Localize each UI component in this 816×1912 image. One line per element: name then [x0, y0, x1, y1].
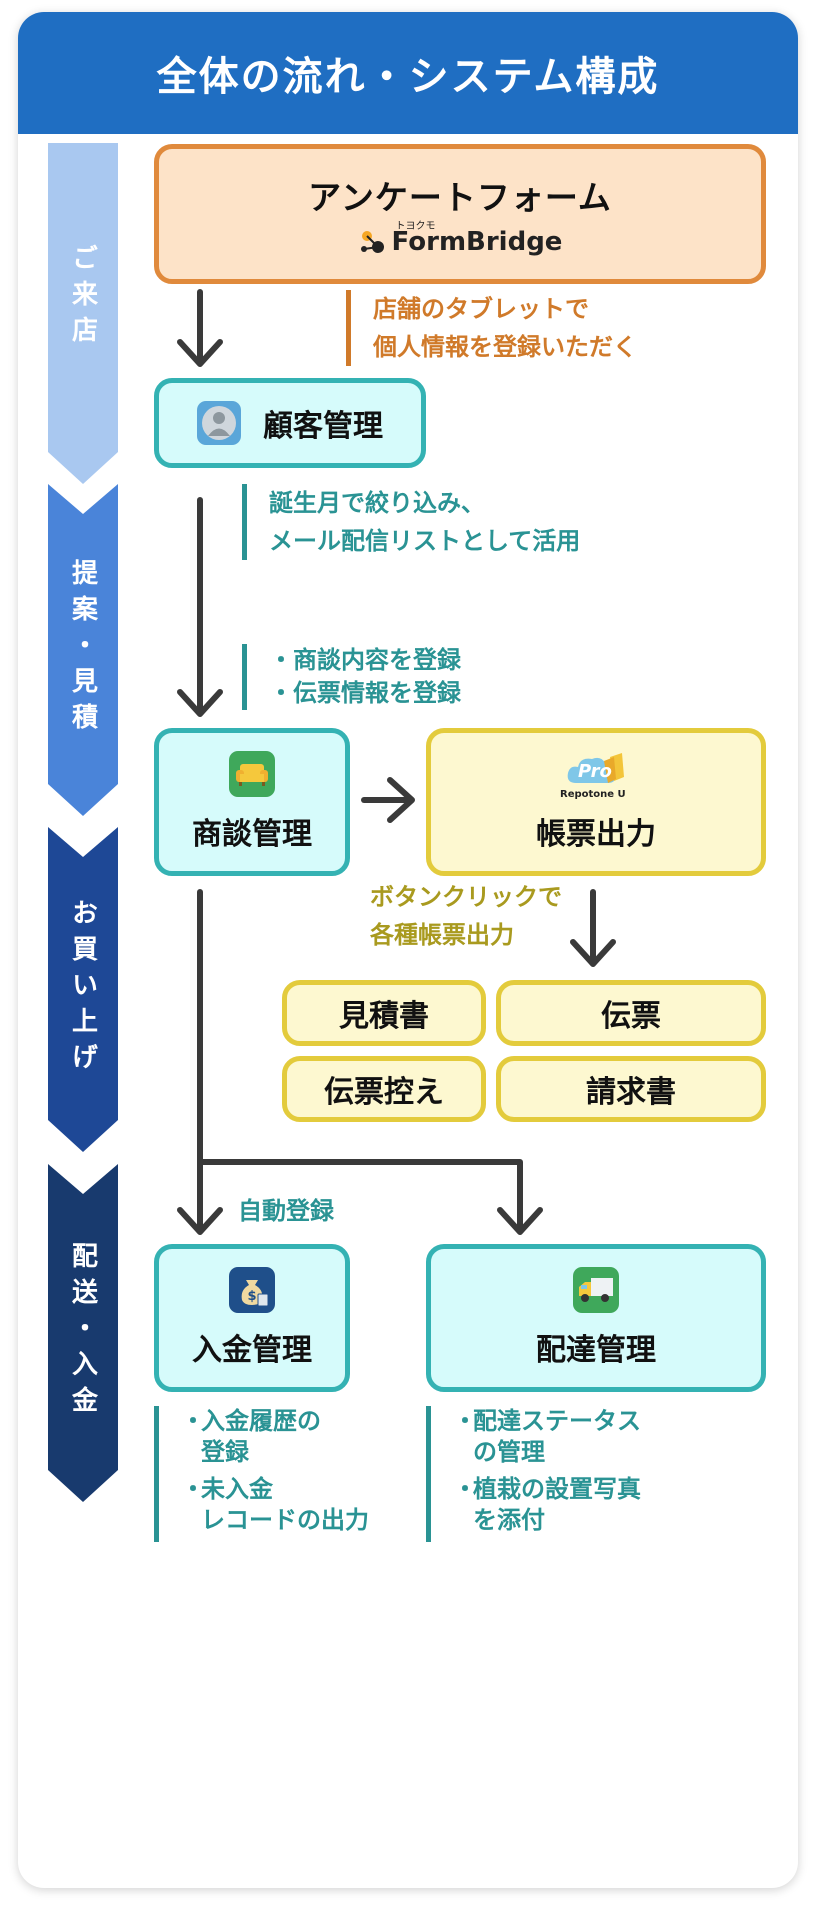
note-deal-bullets: ・商談内容を登録 ・伝票情報を登録 [242, 644, 461, 710]
deal-box: 商談管理 [154, 728, 350, 876]
payment-title: 入金管理 [192, 1333, 312, 1368]
note-button-line: 各種帳票出力 [370, 921, 514, 949]
doc-estimate: 見積書 [282, 980, 486, 1046]
stage-chevrons [48, 143, 118, 1502]
bullet-mark: ・ [181, 1407, 205, 1435]
repotone-logo: Pro Repotone U [560, 751, 628, 801]
flow-arrows [177, 289, 616, 1235]
formbridge-brand: FormBridge [391, 227, 563, 257]
stage-proposal: 提案・見積 [48, 514, 118, 784]
list-item: ・ 植栽の設置写真 を添付 [453, 1474, 766, 1536]
payment-note-text: 未入金 レコードの出力 [201, 1475, 369, 1534]
list-item: ・ 入金履歴の 登録 [181, 1406, 384, 1468]
note-birthday: 誕生月で絞り込み、 メール配信リストとして活用 [242, 484, 580, 560]
note-deal-bullet: ・伝票情報を登録 [269, 679, 461, 707]
stage-delivery: 配送・入金 [48, 1194, 118, 1470]
page-title: 全体の流れ・システム構成 [156, 54, 660, 100]
customer-box: 顧客管理 [154, 378, 426, 468]
money-bag-icon: $ [229, 1267, 275, 1313]
deal-title: 商談管理 [192, 817, 312, 852]
doc-slip: 伝票 [496, 980, 766, 1046]
note-birthday-line: メール配信リストとして活用 [269, 527, 581, 555]
formbridge-icon [360, 231, 384, 253]
bullet-mark: ・ [453, 1407, 477, 1435]
survey-form-box: アンケートフォーム FormBridge トヨクモ [154, 144, 766, 284]
delivery-box: 配達管理 [426, 1244, 766, 1392]
note-tablet-line: 店舗のタブレットで [373, 295, 589, 323]
survey-form-title: アンケートフォーム [308, 178, 612, 217]
stage-arrow-visit [48, 143, 118, 484]
arrow-deal-delivery [197, 1159, 523, 1233]
list-item: ・ 未入金 レコードの出力 [181, 1474, 384, 1536]
arrowhead-deal-payment [177, 1207, 223, 1235]
report-title: 帳票出力 [536, 817, 656, 852]
note-tablet-line: 個人情報を登録いただく [373, 333, 637, 361]
stage-proposal-label: 提案・見積 [67, 559, 98, 739]
delivery-title: 配達管理 [536, 1333, 656, 1368]
formbridge-sub: トヨクモ [395, 221, 436, 232]
doc-slip-copy-label: 伝票控え [324, 1075, 444, 1110]
note-auto: 自動登録 [238, 1192, 334, 1230]
stage-purchase: お買い上げ [48, 857, 118, 1120]
payment-box: $ 入金管理 [154, 1244, 350, 1392]
stage-arrow-purchase [48, 827, 118, 1152]
svg-text:$: $ [247, 1289, 256, 1304]
note-auto-label: 自動登録 [238, 1197, 334, 1225]
payment-notes: ・ 入金履歴の 登録 ・ 未入金 レコードの出力 [154, 1406, 384, 1542]
report-box: Pro Repotone U 帳票出力 [426, 728, 766, 876]
formbridge-logo: FormBridge トヨクモ [358, 221, 563, 257]
note-tablet: 店舗のタブレットで 個人情報を登録いただく [346, 290, 637, 366]
repotone-brand: Repotone U [560, 789, 626, 800]
stage-purchase-label: お買い上げ [67, 898, 98, 1079]
truck-icon [573, 1267, 619, 1313]
list-item: ・ 配達ステータス の管理 [453, 1406, 766, 1468]
repotone-pro: Pro [578, 761, 612, 782]
note-button: ボタンクリックで 各種帳票出力 [370, 878, 562, 954]
arrowhead-deal-report [387, 777, 415, 823]
doc-invoice: 請求書 [496, 1056, 766, 1122]
stage-arrow-delivery [48, 1164, 118, 1502]
bullet-mark: ・ [453, 1475, 477, 1503]
person-icon [197, 401, 241, 445]
sofa-icon [229, 751, 275, 797]
note-button-line: ボタンクリックで [370, 883, 562, 911]
note-deal-bullet: ・商談内容を登録 [269, 646, 461, 674]
cloud-icon [567, 753, 624, 783]
doc-invoice-label: 請求書 [586, 1075, 676, 1110]
stage-delivery-label: 配送・入金 [67, 1242, 98, 1422]
arrowhead-deal-delivery [497, 1207, 543, 1235]
delivery-note-text: 植栽の設置写真 を添付 [473, 1475, 641, 1534]
delivery-notes: ・ 配達ステータス の管理 ・ 植栽の設置写真 を添付 [426, 1406, 766, 1542]
note-birthday-line: 誕生月で絞り込み、 [269, 489, 485, 517]
customer-title: 顧客管理 [263, 409, 383, 444]
header-bar: 全体の流れ・システム構成 [18, 12, 798, 134]
doc-estimate-label: 見積書 [339, 999, 429, 1034]
doc-slip-copy: 伝票控え [282, 1056, 486, 1122]
doc-slip-label: 伝票 [601, 999, 661, 1034]
stage-visit-label: ご来店 [67, 243, 98, 352]
delivery-note-text: 配達ステータス の管理 [473, 1407, 641, 1466]
flow-card: 全体の流れ・システム構成 ご来店 提案・見積 お買い上げ 配送・入金 [18, 12, 798, 1888]
arrowhead-customer-deal [177, 689, 223, 717]
stage-arrow-proposal [48, 484, 118, 816]
arrowhead-report-docs [570, 939, 616, 967]
arrowhead-survey-customer [177, 339, 223, 367]
stage-visit: ご来店 [48, 143, 118, 452]
payment-note-text: 入金履歴の 登録 [201, 1407, 321, 1466]
bullet-mark: ・ [181, 1475, 205, 1503]
